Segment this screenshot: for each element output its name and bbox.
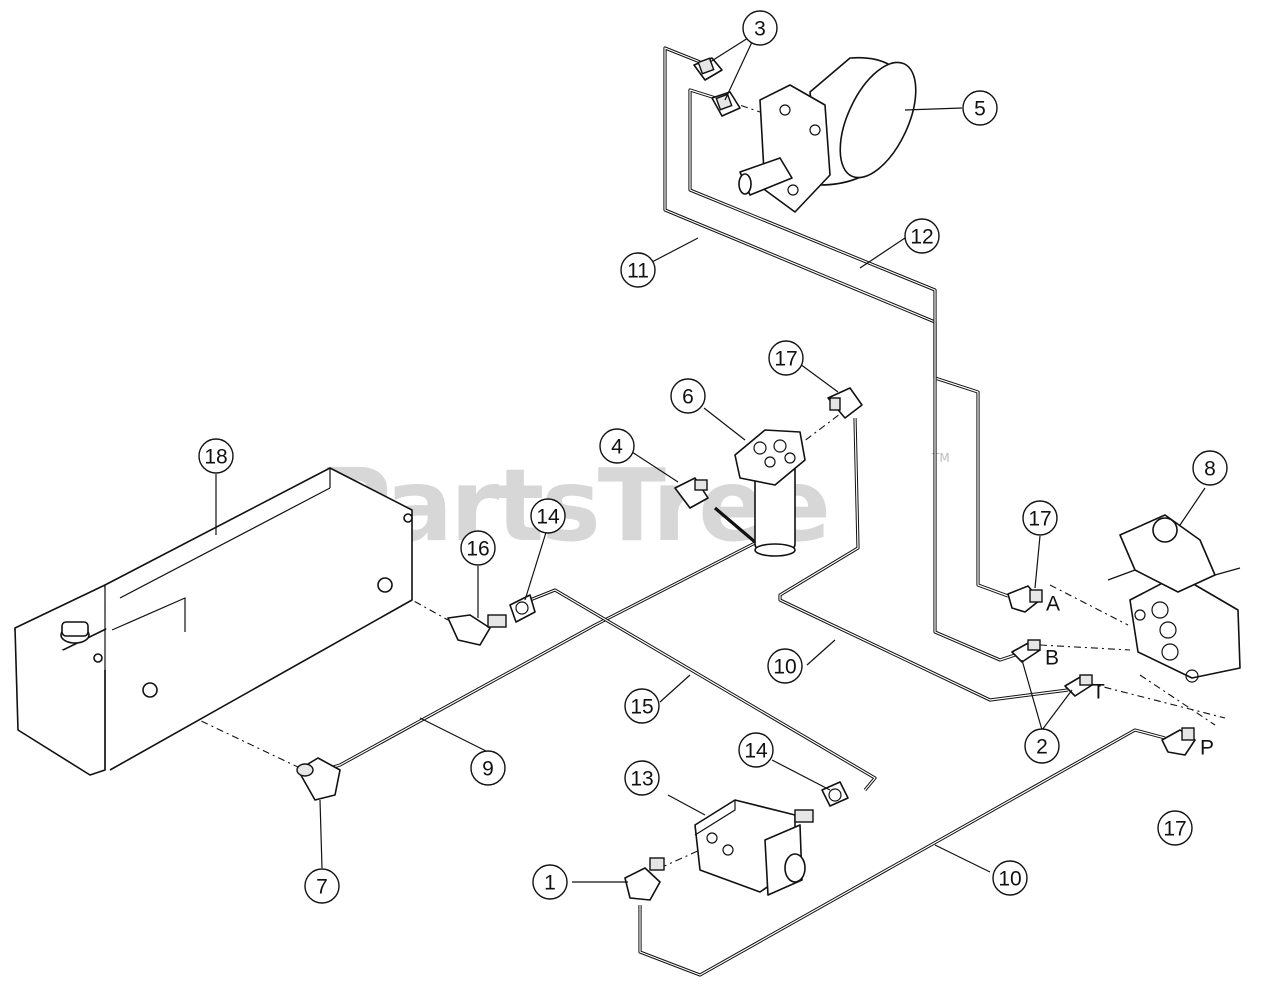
callout-number: 14: [744, 740, 768, 763]
fitting-2-port-t: [1064, 674, 1093, 697]
callout-c14b: 14: [738, 732, 774, 768]
callout-c18: 18: [198, 438, 234, 474]
pump-13: [694, 799, 814, 896]
hose-11: [688, 88, 1016, 662]
callout-circle: [962, 90, 998, 126]
leader-lines: [215, 37, 1206, 883]
fitting-4: [674, 477, 709, 509]
callout-c3: 3: [742, 10, 778, 46]
callout-c6: 6: [670, 378, 706, 414]
callout-number: 9: [482, 758, 494, 781]
callout-number: 17: [1028, 508, 1051, 531]
clamp-14-upper: [509, 594, 536, 623]
hose-10-lower: [638, 728, 1166, 977]
callout-circle: [304, 868, 340, 904]
callout-circle: [1022, 500, 1058, 536]
callout-number: 18: [204, 446, 227, 469]
hose-15: [529, 588, 877, 792]
callout-circle: [624, 688, 660, 724]
callout-number: 17: [1163, 818, 1186, 841]
port-label-b: B: [1045, 647, 1059, 670]
fitting-3-upper: [693, 57, 723, 81]
callout-number: 13: [630, 768, 653, 791]
callout-circle: [742, 10, 778, 46]
fitting-3-lower: [711, 91, 741, 117]
hose-10-upper: [778, 417, 1069, 702]
callout-c9: 9: [470, 750, 506, 786]
callout-number: 5: [974, 98, 986, 121]
callout-circle: [767, 648, 803, 684]
callout-c16: 16: [460, 530, 496, 566]
callout-number: 14: [536, 506, 560, 529]
callout-circle: [624, 760, 660, 796]
callout-c4: 4: [599, 428, 635, 464]
port-label-p: P: [1200, 737, 1214, 760]
hose-16-return: [713, 506, 757, 544]
callout-circle: [1024, 728, 1060, 764]
callout-c17b: 17: [1022, 500, 1058, 536]
callout-c2: 2: [1024, 728, 1060, 764]
callout-circle: [1192, 450, 1228, 486]
callout-number: 10: [998, 868, 1021, 891]
callout-circle: [460, 530, 496, 566]
callout-c7: 7: [304, 868, 340, 904]
callout-number: 17: [774, 348, 797, 371]
callout-number: 11: [627, 260, 649, 283]
callout-number: 2: [1036, 736, 1048, 759]
callout-c11: 11: [620, 252, 656, 288]
callout-number: 7: [316, 876, 328, 899]
callout-number: 15: [630, 696, 653, 719]
callout-number: 10: [773, 656, 796, 679]
fitting-17-port-a: [1007, 585, 1043, 613]
callout-c17c: 17: [1157, 810, 1193, 846]
callout-circle: [470, 750, 506, 786]
callout-c14a: 14: [530, 498, 566, 534]
callout-circle: [670, 378, 706, 414]
callout-c12: 12: [904, 218, 940, 254]
callout-circle: [1157, 810, 1193, 846]
fitting-2-port-b: [1011, 639, 1041, 663]
callout-circle: [532, 864, 568, 900]
callout-c15: 15: [624, 688, 660, 724]
callout-circle: [904, 218, 940, 254]
callout-c10b: 10: [992, 860, 1028, 896]
filter-6: [734, 429, 806, 557]
callout-circle: [768, 340, 804, 376]
callout-circle: [530, 498, 566, 534]
motor-5: [738, 56, 917, 213]
callout-circle: [738, 732, 774, 768]
port-label-t: T: [1092, 681, 1105, 704]
callout-c1: 1: [532, 864, 568, 900]
callout-circle: [620, 252, 656, 288]
callout-number: 6: [682, 386, 694, 409]
callout-number: 8: [1204, 458, 1216, 481]
callout-circle: [599, 428, 635, 464]
fitting-7: [296, 757, 341, 801]
port-label-a: A: [1046, 593, 1060, 616]
callout-circle: [198, 438, 234, 474]
callout-c17a: 17: [768, 340, 804, 376]
clamp-14-lower: [821, 781, 849, 807]
callout-c10a: 10: [767, 648, 803, 684]
callout-number: 12: [910, 226, 933, 249]
fitting-17-upper: [827, 387, 863, 419]
fitting-1: [624, 857, 665, 901]
tank-18: [14, 467, 413, 776]
callout-circle: [992, 860, 1028, 896]
fitting-16: [447, 614, 507, 646]
callout-number: 1: [544, 872, 556, 895]
callout-c5: 5: [962, 90, 998, 126]
callout-c8: 8: [1192, 450, 1228, 486]
callout-number: 16: [466, 538, 489, 561]
callout-c13: 13: [624, 760, 660, 796]
callout-number: 3: [754, 18, 766, 41]
fitting-17-port-p: [1161, 727, 1196, 756]
callout-number: 4: [611, 436, 623, 459]
valve-8: [1107, 514, 1241, 683]
